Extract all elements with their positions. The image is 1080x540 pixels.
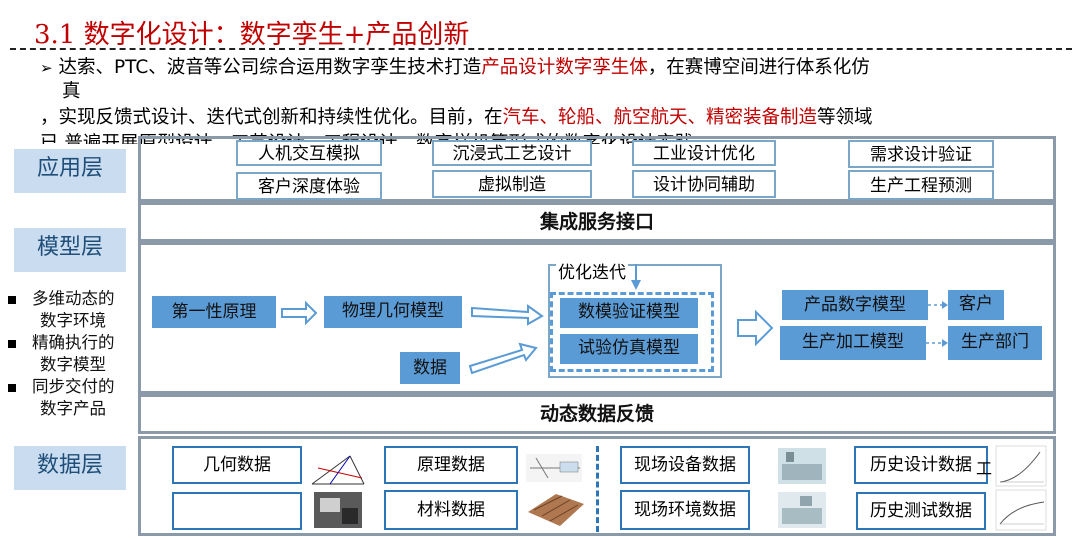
application-layer-frame (138, 136, 1056, 202)
data-box-material: 材料数据 (384, 490, 518, 530)
model-production-processing: 生产加工模型 (780, 326, 926, 360)
data-box-history-test: 历史测试数据 (856, 492, 986, 530)
dynamic-feedback-band: 动态数据反馈 (138, 394, 1056, 434)
data-box-history-design: 历史设计数据 (854, 446, 988, 484)
side-point-item: 数字产品 (40, 399, 106, 418)
app-box-production-forecast: 生产工程预测 (848, 170, 994, 200)
model-layer-frame (138, 242, 1056, 394)
intro-text: ，实现反馈式设计、迭代式创新和持续性优化。目前，在 (40, 107, 503, 128)
data-box-field-environment: 现场环境数据 (620, 490, 750, 530)
app-box-design-collab: 设计协同辅助 (632, 170, 776, 198)
app-box-requirement-verify: 需求设计验证 (848, 140, 994, 168)
target-customer: 客户 (948, 290, 1004, 320)
side-point-item: 同步交付的 (8, 376, 115, 398)
model-data: 数据 (400, 352, 460, 384)
intro-highlight: 汽车、轮船、航空航天、精密装备制造 (502, 107, 818, 128)
data-layer-frame (138, 436, 1056, 536)
app-box-virtual-manufacturing: 虚拟制造 (432, 170, 592, 198)
data-layer-divider (596, 446, 599, 532)
intro-line-2: 真 (62, 81, 81, 102)
target-production-dept: 生产部门 (948, 326, 1042, 360)
data-box-geometry: 几何数据 (172, 446, 302, 484)
page-title: 3.1 数字化设计：数字孪生+产品创新 (34, 20, 470, 50)
side-points: 多维动态的 数字环境 精确执行的 数字模型 同步交付的 数字产品 (8, 288, 115, 420)
label-optimize-iterate: 优化迭代 (556, 258, 628, 283)
layer-tag-application: 应用层 (14, 149, 126, 193)
data-box-field-equipment: 现场设备数据 (620, 446, 750, 484)
square-bullet-icon (8, 295, 16, 304)
model-product-digital: 产品数字模型 (782, 290, 928, 320)
history-design-suffix: 工 (976, 459, 993, 478)
verify-models-group (550, 292, 714, 372)
model-test-simulation: 试验仿真模型 (560, 334, 698, 364)
app-box-industrial-design: 工业设计优化 (632, 140, 776, 166)
integration-service-band: 集成服务接口 (138, 202, 1056, 242)
intro-text: 达索、PTC、波音等公司综合运用数字孪生技术打造 (58, 57, 482, 78)
intro-text: ，在赛博空间进行体系化仿 (647, 57, 870, 78)
intro-line-3: ，实现反馈式设计、迭代式创新和持续性优化。目前，在汽车、轮船、航空航天、精密装备… (40, 104, 873, 132)
model-physical-geometry: 物理几何模型 (324, 296, 462, 328)
square-bullet-icon (8, 339, 16, 348)
layer-tag-model: 模型层 (14, 228, 126, 272)
side-point-item: 多维动态的 (8, 288, 115, 310)
square-bullet-icon (8, 383, 16, 392)
model-digital-analog-verify: 数模验证模型 (560, 298, 698, 328)
app-box-customer-experience: 客户深度体验 (236, 172, 382, 200)
side-point-item: 精确执行的 (8, 332, 115, 354)
app-box-hci-sim: 人机交互模拟 (236, 140, 382, 166)
app-box-immersive-process: 沉浸式工艺设计 (432, 140, 592, 166)
intro-highlight: 产品设计数字孪生体 (481, 57, 648, 78)
side-point-item: 数字模型 (40, 355, 106, 374)
intro-text: 等领域 (817, 107, 873, 128)
side-point-item: 数字环境 (40, 311, 106, 330)
layer-tag-data: 数据层 (14, 446, 126, 490)
title-divider (10, 48, 1072, 50)
data-box-empty (172, 492, 302, 530)
data-box-principle: 原理数据 (384, 446, 518, 484)
intro-line-1: ➢ 达索、PTC、波音等公司综合运用数字孪生技术打造产品设计数字孪生体，在赛博空… (40, 54, 870, 82)
model-first-principle: 第一性原理 (152, 296, 276, 328)
bullet-arrow-icon: ➢ (40, 59, 53, 77)
